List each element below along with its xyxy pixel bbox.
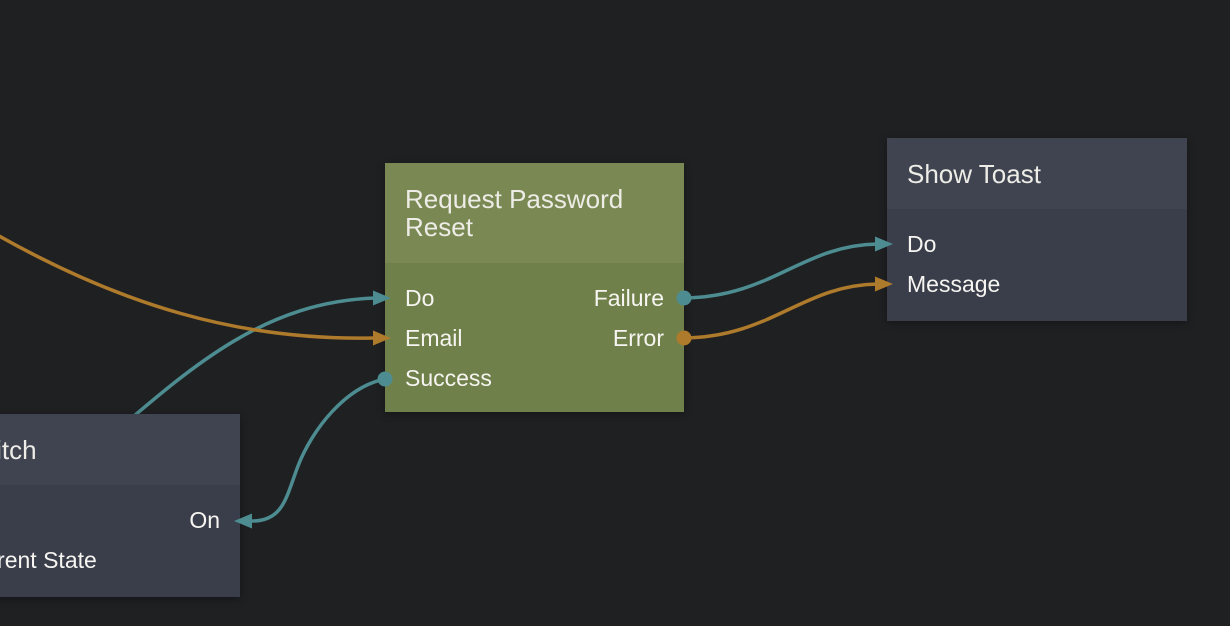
port-do[interactable]: Do bbox=[907, 230, 937, 257]
node-show-toast-body: Do Message bbox=[887, 209, 1187, 304]
wire-to-email[interactable] bbox=[0, 232, 377, 340]
port-failure[interactable]: Failure bbox=[593, 284, 664, 311]
port-current-state[interactable]: Current State bbox=[0, 546, 97, 573]
port-row: On bbox=[0, 500, 240, 540]
port-row: Message bbox=[887, 264, 1187, 304]
wire-success-to-on[interactable] bbox=[250, 377, 387, 523]
port-email[interactable]: Email bbox=[405, 324, 463, 351]
port-message[interactable]: Message bbox=[907, 270, 1001, 297]
port-on[interactable]: On bbox=[189, 506, 220, 533]
port-do[interactable]: Do bbox=[405, 284, 435, 311]
node-request-password-reset-title: Request Password Reset bbox=[385, 163, 684, 263]
node-show-toast-title: Show Toast bbox=[887, 138, 1187, 209]
port-error[interactable]: Error bbox=[612, 324, 664, 351]
node-switch[interactable]: Switch On Current State bbox=[0, 414, 240, 597]
node-switch-body: On Current State bbox=[0, 485, 240, 580]
port-success[interactable]: Success bbox=[405, 364, 492, 391]
port-row: Do bbox=[887, 224, 1187, 264]
port-row: Email Error bbox=[385, 318, 684, 358]
node-request-password-reset-body: Do Failure Email Error Success bbox=[385, 263, 684, 398]
node-request-password-reset[interactable]: Request Password Reset Do Failure Email … bbox=[385, 163, 684, 412]
node-switch-title: Switch bbox=[0, 414, 240, 485]
port-row: Do Failure bbox=[385, 278, 684, 318]
wire-error-to-message[interactable] bbox=[682, 282, 880, 340]
port-row: Success bbox=[385, 358, 684, 398]
wire-failure-to-do[interactable] bbox=[682, 242, 880, 300]
node-show-toast[interactable]: Show Toast Do Message bbox=[887, 138, 1187, 321]
port-row: Current State bbox=[0, 540, 240, 580]
